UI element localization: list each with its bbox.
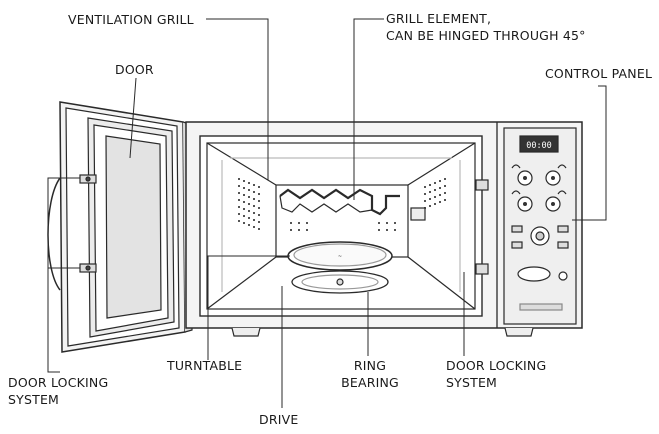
label-door-locking-system-left: DOOR LOCKING SYSTEM xyxy=(8,375,109,407)
turntable: ~ xyxy=(287,241,393,271)
oven-cavity xyxy=(199,135,483,317)
control-panel xyxy=(503,127,577,325)
label-ring-bearing: RING BEARING xyxy=(341,358,399,390)
door xyxy=(59,101,193,353)
label-door-locking-system-right: DOOR LOCKING SYSTEM xyxy=(446,358,547,390)
label-control-panel: CONTROL PANEL xyxy=(545,66,653,81)
svg-text:~: ~ xyxy=(338,254,342,260)
label-grill-element: GRILL ELEMENT, CAN BE HINGED THROUGH 45° xyxy=(386,11,586,43)
door-handle xyxy=(47,177,61,291)
ventilation-grill xyxy=(238,178,446,231)
label-door: DOOR xyxy=(115,62,154,77)
label-turntable: TURNTABLE xyxy=(167,358,243,373)
label-drive: DRIVE xyxy=(259,412,299,427)
door-lock-slots xyxy=(475,179,489,275)
control-panel-display: 00:00 xyxy=(526,141,552,151)
label-ventilation-grill: VENTILATION GRILL xyxy=(68,12,194,27)
door-hooks xyxy=(79,174,97,273)
wall-bracket xyxy=(410,207,426,221)
leader-lines xyxy=(47,18,607,408)
ring-bearing xyxy=(291,270,389,294)
